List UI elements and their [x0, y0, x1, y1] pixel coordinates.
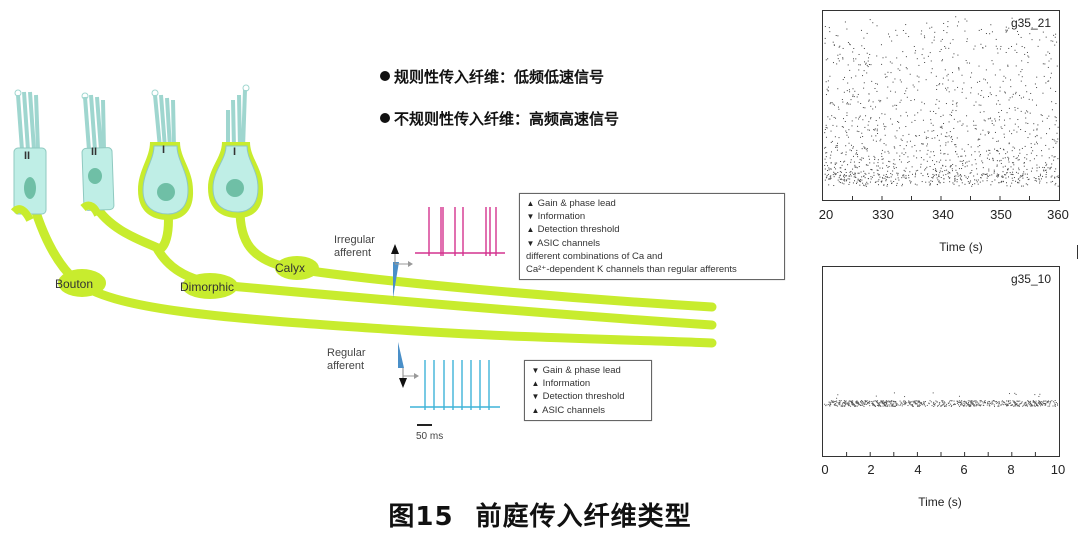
type-ii-label: II — [24, 150, 31, 162]
irregular-spike-train — [415, 207, 505, 256]
property-text: Detection threshold — [537, 224, 620, 236]
regular-properties-box: ▼ Gain & phase lead ▲ Information ▼ Dete… — [524, 360, 652, 421]
calyx-swelling — [275, 256, 319, 280]
raster-dots-irregular — [824, 16, 1059, 200]
property-text: ASIC channels — [542, 404, 605, 416]
regular-electrode — [398, 342, 419, 388]
x-tick: 20 — [818, 207, 834, 222]
figure-caption: 图15 前庭传入纤维类型 — [0, 496, 1080, 533]
property-row: ▼ Gain & phase lead — [531, 364, 645, 377]
bullet-dot-icon — [380, 71, 390, 81]
hair-cell-type-i-1 — [138, 89, 194, 220]
bullet-irregular-afferent: 不规则性传入纤维：高频高速信号 — [380, 108, 619, 129]
arrow-up-icon: ▲ — [531, 379, 540, 389]
vestibular-afferent-diagram — [10, 84, 717, 426]
property-row: ▲ ASIC channels — [531, 404, 645, 417]
raster-plot-regular: g35_10 — [822, 266, 1060, 457]
figure-title: 前庭传入纤维类型 — [475, 502, 692, 532]
arrow-down-icon: ▼ — [531, 392, 540, 402]
raster-dots-regular — [824, 392, 1059, 456]
x-tick: 10 — [1050, 462, 1066, 477]
arrow-down-icon: ▼ — [526, 212, 535, 222]
bullet-text: 规则性传入纤维：低频低速信号 — [394, 68, 605, 86]
arrow-up-icon: ▲ — [531, 405, 540, 415]
type-i-label: I — [162, 144, 166, 156]
property-row: ▼ Information — [526, 210, 778, 223]
type-i-label: I — [233, 146, 237, 158]
hair-cell-type-ii-1 — [10, 89, 47, 222]
irregular-electrode — [391, 244, 413, 298]
label-line: Regular — [327, 347, 366, 359]
x-tick: 360 — [1047, 207, 1069, 222]
regular-afferent-label: Regular afferent — [327, 347, 366, 373]
x-tick: 350 — [990, 207, 1012, 222]
irregular-afferent-label: Irregular afferent — [334, 234, 375, 260]
label-line: afferent — [334, 247, 372, 259]
note-line: Ca²⁺-dependent K channels than regular a… — [526, 264, 737, 276]
note-line: different combinations of Ca and — [526, 250, 663, 262]
x-axis-title: Time (s) — [918, 495, 962, 509]
scale-bar-label: 50 ms — [416, 431, 444, 442]
x-tick: 6 — [960, 462, 968, 477]
arrow-up-icon: ▲ — [526, 199, 535, 208]
property-text: ASIC channels — [537, 237, 600, 249]
property-text: Gain & phase lead — [537, 198, 616, 209]
x-tick: 0 — [821, 462, 829, 477]
x-tick: 4 — [914, 462, 922, 477]
x-tick: 2 — [867, 462, 875, 477]
divider-mark — [1077, 245, 1078, 259]
x-tick: 330 — [872, 207, 894, 222]
label-line: afferent — [327, 360, 365, 372]
x-tick: 8 — [1007, 462, 1015, 477]
regular-spike-train — [410, 360, 500, 410]
property-text: Information — [537, 211, 586, 223]
bouton-label: Bouton — [55, 277, 94, 291]
irregular-properties-box: ▲ Gain & phase lead ▼ Information ▲ Dete… — [519, 193, 785, 281]
bullet-dot-icon — [380, 113, 390, 123]
hair-cell-type-i-2 — [208, 84, 264, 218]
property-row: ▼ Detection threshold — [531, 390, 645, 403]
property-row: ▲ Information — [531, 377, 645, 390]
property-row: ▼ ASIC channels — [526, 237, 778, 250]
raster-title: g35_21 — [1010, 16, 1051, 30]
bullet-regular-afferent: 规则性传入纤维：低频低速信号 — [380, 66, 604, 87]
type-ii-label: II — [91, 146, 98, 158]
property-text: Gain & phase lead — [542, 365, 621, 376]
dimorphic-label: Dimorphic — [180, 280, 235, 294]
property-row: ▲ Gain & phase lead — [526, 197, 778, 210]
figure-number: 图15 — [388, 502, 454, 532]
calyx-label: Calyx — [275, 261, 306, 275]
bullet-text: 不规则性传入纤维：高频高速信号 — [394, 110, 620, 128]
x-axis-title: Time (s) — [939, 240, 983, 254]
arrow-up-icon: ▲ — [526, 225, 535, 235]
label-line: Irregular — [334, 234, 375, 246]
arrow-down-icon: ▼ — [531, 366, 540, 375]
arrow-down-icon: ▼ — [526, 238, 535, 248]
dimorphic-swelling — [182, 273, 238, 299]
raster-title: g35_10 — [1010, 272, 1051, 286]
raster-plot-irregular: g35_21 — [822, 10, 1060, 201]
bouton-swelling — [58, 269, 106, 297]
property-text: Information — [542, 378, 591, 390]
hair-cell-type-ii-2 — [80, 92, 115, 217]
x-tick: 340 — [932, 207, 954, 222]
property-text: Detection threshold — [542, 391, 625, 403]
property-row: ▲ Detection threshold — [526, 223, 778, 236]
